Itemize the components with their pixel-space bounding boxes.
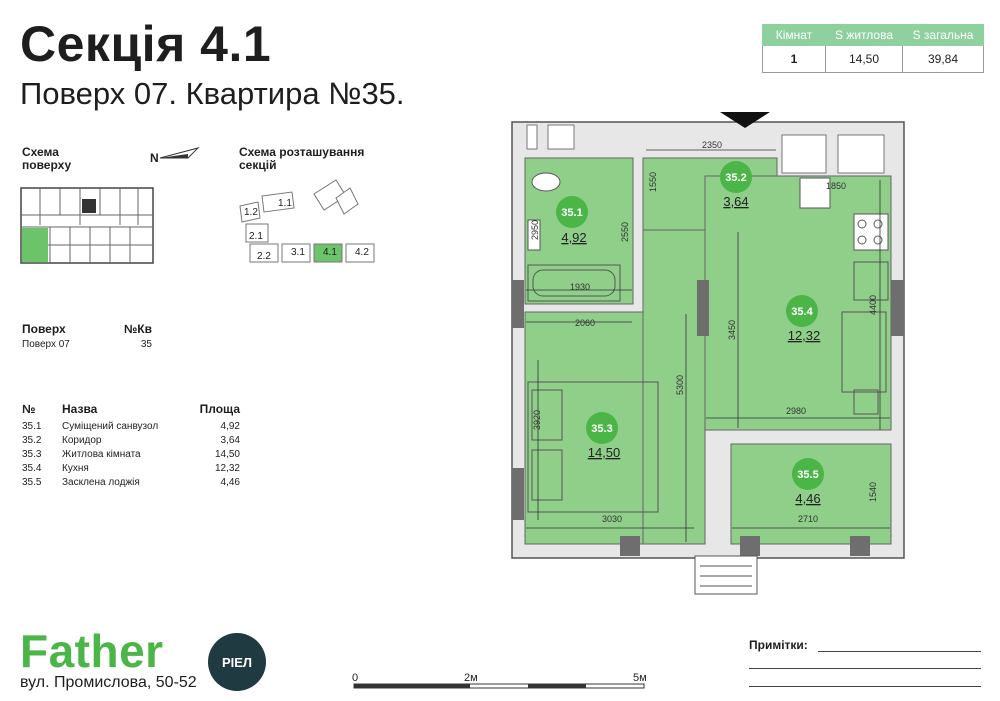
room-num: 35.1 — [22, 421, 42, 432]
floor-header: Поверх — [22, 322, 66, 336]
section-label-2-2: 2.2 — [257, 251, 271, 262]
dim-3920: 3920 — [532, 410, 542, 430]
summary-total-value: 39,84 — [902, 45, 984, 73]
dim-2550: 2550 — [620, 222, 630, 242]
dim-2980: 2980 — [786, 406, 806, 416]
room-area-35-4: 12,32 — [788, 328, 821, 343]
dim-2950: 2950 — [530, 220, 540, 240]
summary-header-total: S загальна — [902, 24, 984, 46]
room-name: Житлова кімната — [62, 449, 141, 460]
dim-4400: 4400 — [868, 295, 878, 315]
floor-scheme-map — [20, 187, 154, 264]
scale-label-2m: 2м — [464, 672, 478, 684]
sections-scheme-label: Схема розташування секцій — [239, 145, 365, 172]
sections-scheme-map — [239, 179, 375, 263]
dim-2060: 2060 — [575, 318, 595, 328]
table-row: 35.1 Суміщений санвузол 4,92 — [22, 420, 240, 434]
room-name: Коридор — [62, 435, 102, 446]
brand-logo: Father — [20, 625, 164, 677]
section-title: Секція 4.1 — [20, 16, 272, 72]
room-area-35-2: 3,64 — [723, 194, 748, 209]
room-name: Суміщений санвузол — [62, 421, 159, 432]
room-area-35-1: 4,92 — [561, 230, 586, 245]
room-area-35-3: 14,50 — [588, 445, 621, 460]
summary-rooms-value: 1 — [762, 45, 826, 73]
section-label-1-2: 1.2 — [244, 207, 258, 218]
summary-header-rooms: Кімнат — [762, 24, 826, 46]
dim-3450: 3450 — [727, 320, 737, 340]
room-area: 4,92 — [220, 421, 240, 432]
room-num: 35.2 — [22, 435, 42, 446]
floor-scheme-label: Схема поверху — [22, 145, 72, 172]
riel-badge-logo: РІЕЛ — [208, 633, 266, 691]
room-area-35-5: 4,46 — [795, 491, 820, 506]
dim-1930: 1930 — [570, 282, 590, 292]
dim-1540: 1540 — [868, 482, 878, 502]
north-label: N — [150, 151, 159, 165]
floor-value: Поверх 07 — [22, 339, 70, 350]
dim-5300: 5300 — [675, 375, 685, 395]
section-label-2-1: 2.1 — [249, 231, 263, 242]
table-row: 35.3 Житлова кімната 14,50 — [22, 448, 240, 462]
room-id-35-2: 35.2 — [725, 172, 746, 184]
room-id-35-3: 35.3 — [591, 423, 612, 435]
note-line — [749, 686, 981, 687]
rooms-table: № Назва Площа 35.1 Суміщений санвузол 4,92… — [22, 402, 240, 490]
table-row: 35.2 Коридор 3,64 — [22, 434, 240, 448]
rooms-header-area: Площа — [199, 402, 240, 416]
rooms-header-num: № — [22, 402, 36, 416]
north-arrow-icon — [159, 147, 200, 159]
room-area: 12,32 — [214, 463, 240, 474]
dim-1550: 1550 — [648, 172, 658, 192]
section-label-4-2: 4.2 — [355, 247, 369, 258]
table-row: 35.5 Засклена лоджія 4,46 — [22, 476, 240, 490]
summary-living-value: 14,50 — [825, 45, 903, 73]
section-label-3-1: 3.1 — [291, 247, 305, 258]
summary-table: Кімнат S житлова S загальна 1 14,50 39,8… — [762, 24, 984, 73]
room-num: 35.5 — [22, 477, 42, 488]
table-row: 35.4 Кухня 12,32 — [22, 462, 240, 476]
note-line — [749, 668, 981, 669]
section-label-4-1: 4.1 — [323, 247, 337, 258]
section-label-1-1: 1.1 — [278, 198, 292, 209]
room-id-35-1: 35.1 — [561, 207, 582, 219]
room-name: Засклена лоджія — [62, 477, 140, 488]
note-line — [818, 651, 981, 652]
scale-label-0: 0 — [352, 672, 359, 684]
floor-info-table: Поверх №Кв Поверх 07 35 — [22, 322, 152, 350]
apartment-number-header: №Кв — [123, 322, 152, 336]
room-num: 35.4 — [22, 463, 42, 474]
room-name: Кухня — [62, 463, 89, 474]
dim-2350: 2350 — [702, 140, 722, 150]
dim-2710: 2710 — [798, 514, 818, 524]
room-area: 4,46 — [220, 477, 240, 488]
room-id-35-4: 35.4 — [791, 306, 813, 318]
apartment-subtitle: Поверх 07. Квартира №35. — [20, 76, 405, 111]
apartment-number-value: 35 — [140, 339, 152, 350]
scale-bar — [353, 683, 645, 689]
room-area: 14,50 — [214, 449, 240, 460]
room-area: 3,64 — [220, 435, 240, 446]
address: вул. Промислова, 50-52 — [20, 674, 197, 691]
room-id-35-5: 35.5 — [797, 469, 818, 481]
dim-1850: 1850 — [826, 181, 846, 191]
apartment-plan: 35.1 35.2 35.3 35.4 35.5 4,92 3,64 14,50… — [511, 112, 905, 595]
notes-label: Примітки: — [749, 638, 808, 652]
rooms-header-name: Назва — [62, 402, 98, 416]
summary-header-living: S житлова — [825, 24, 903, 46]
room-num: 35.3 — [22, 449, 42, 460]
dim-3030: 3030 — [602, 514, 622, 524]
scale-label-5m: 5м — [633, 672, 647, 684]
